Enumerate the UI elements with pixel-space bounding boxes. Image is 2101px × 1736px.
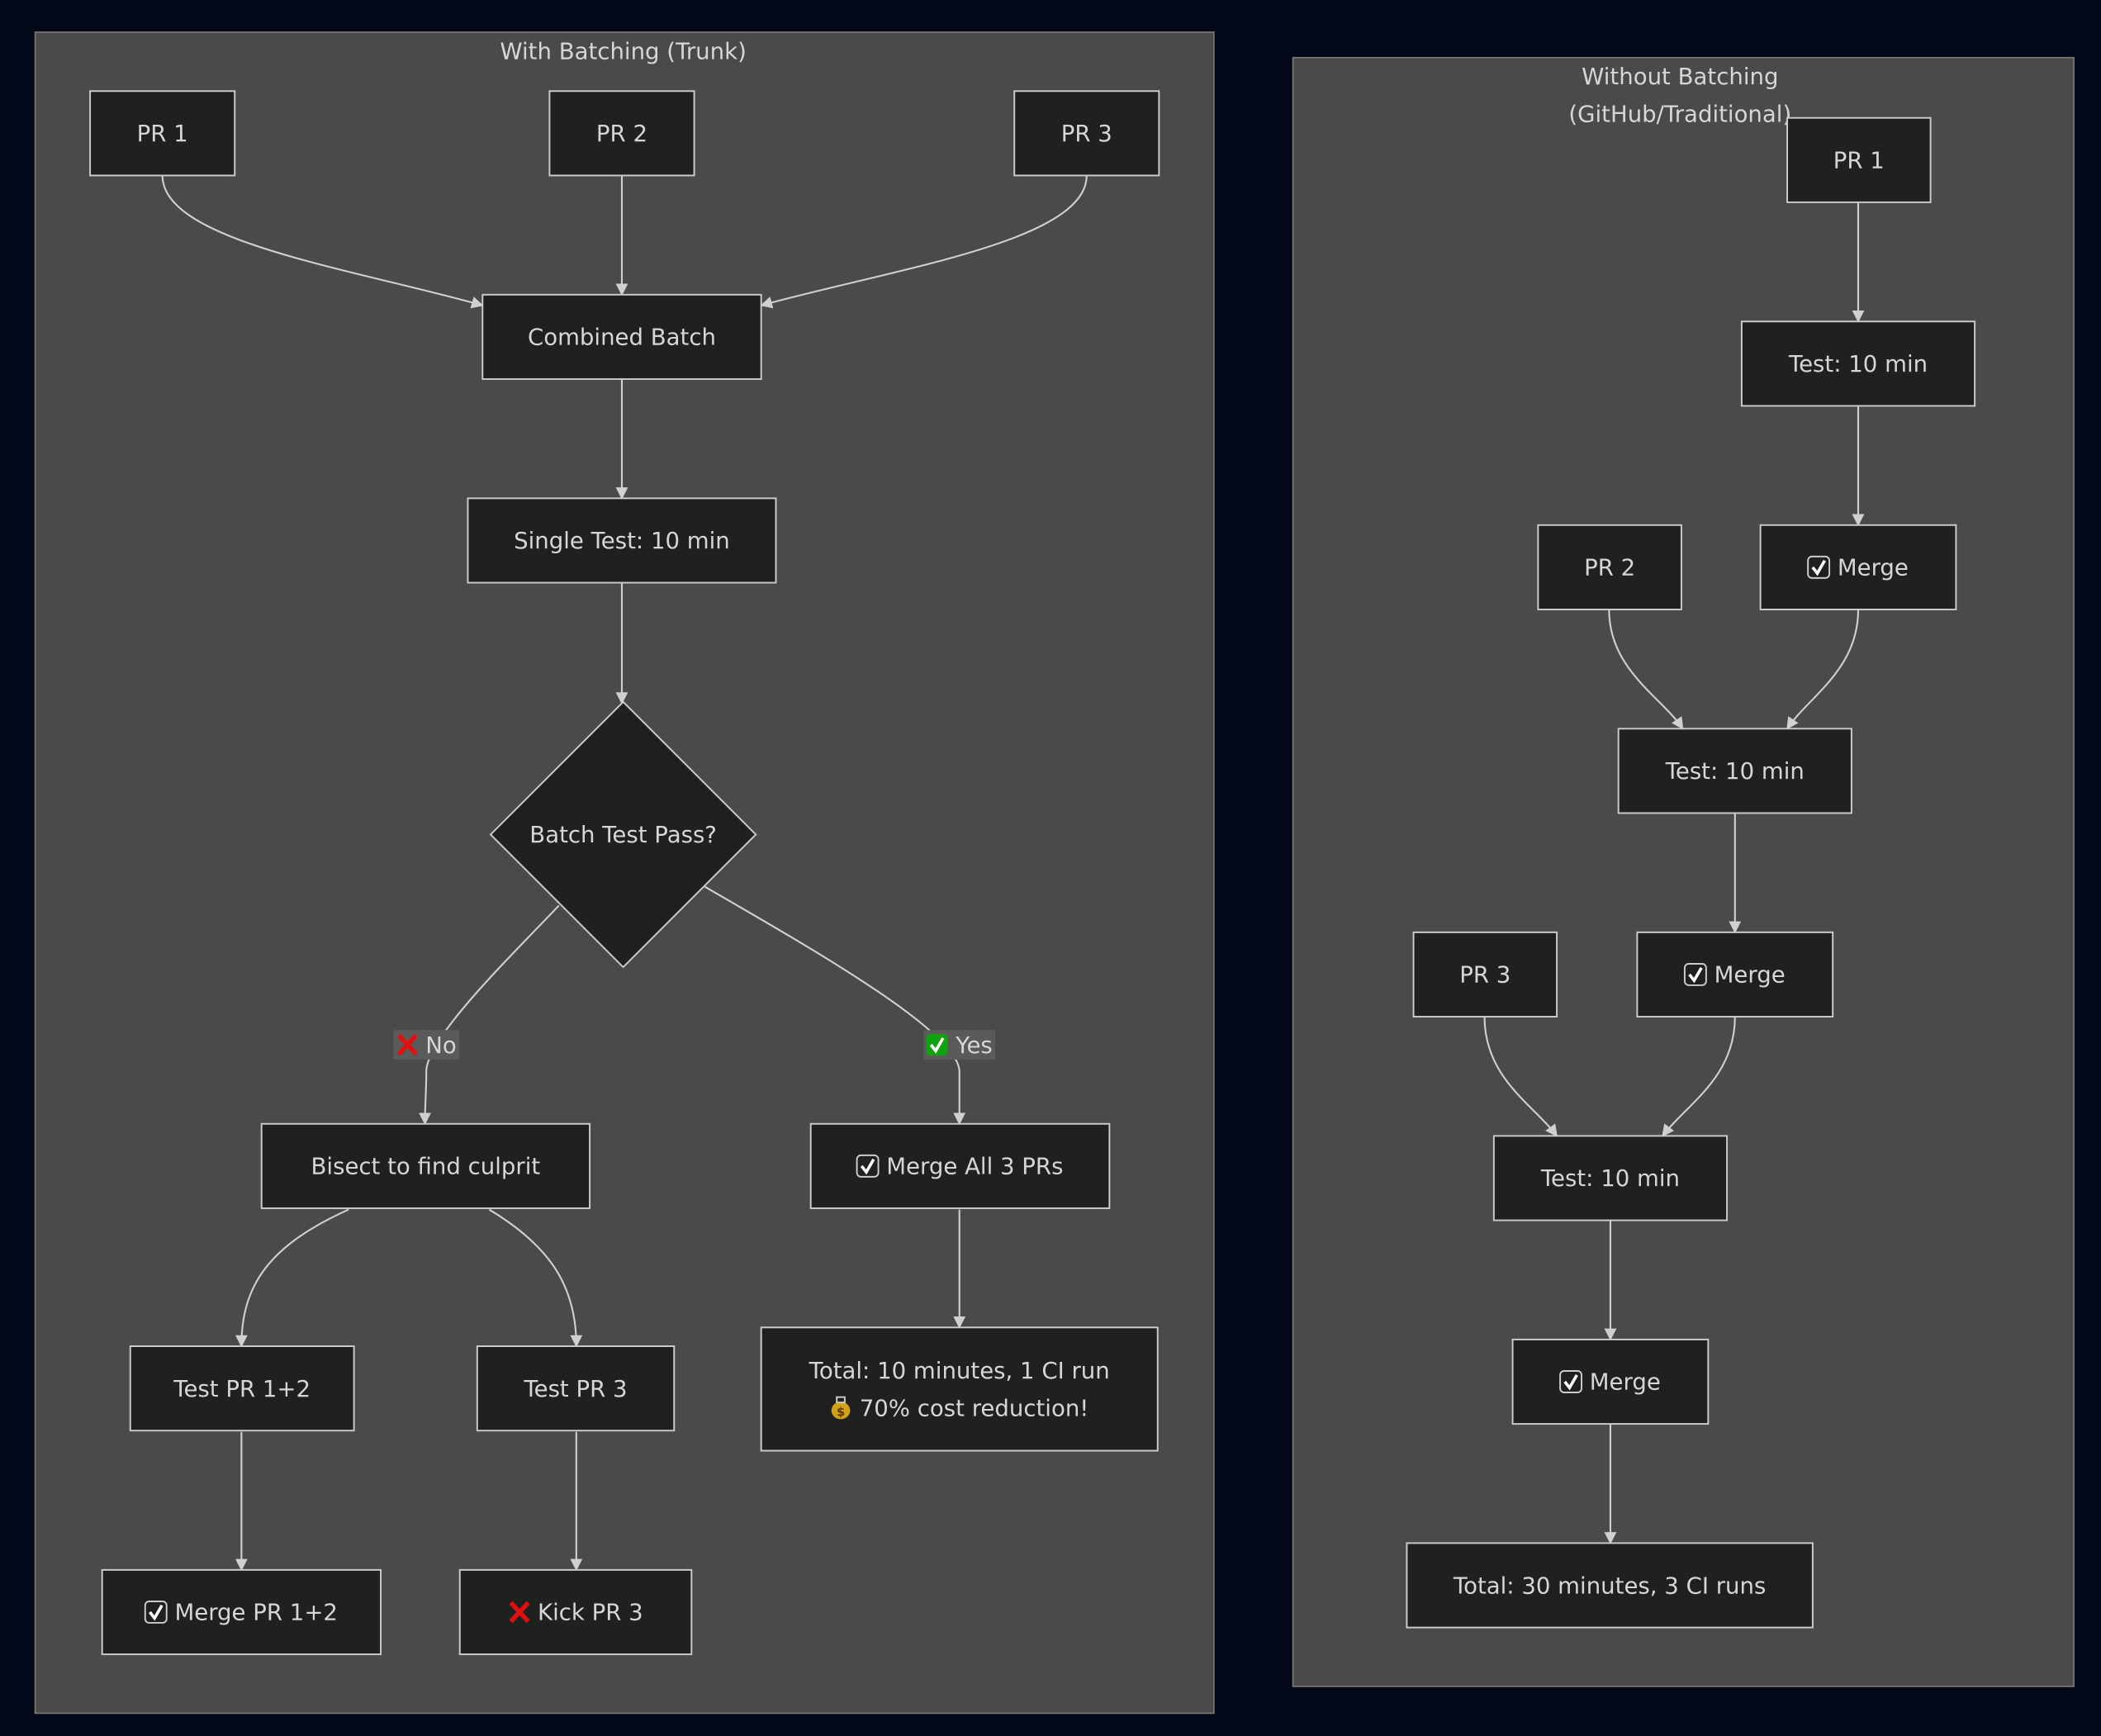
node-label: PR 3 — [1061, 120, 1112, 147]
edge-merge2-test3 — [1662, 1017, 1736, 1137]
money-bag-icon: $ — [831, 1396, 851, 1420]
node-label: Test: 10 min — [1540, 1164, 1680, 1192]
node-label: Merge All 3 PRs — [886, 1153, 1063, 1180]
node-label: Bisect to find culprit — [311, 1153, 541, 1180]
edge-pr1-combined — [161, 175, 484, 309]
edge-label-no: No — [393, 1030, 460, 1060]
check-icon — [1683, 962, 1707, 986]
cross-icon — [509, 1601, 530, 1624]
node-b-merge-all: Merge All 3 PRs — [809, 1122, 1111, 1209]
edge-merge1-test2 — [1786, 609, 1860, 730]
node-label: PR 1 — [137, 120, 188, 147]
node-b-single-test: Single Test: 10 min — [467, 497, 777, 584]
check-icon — [856, 1154, 880, 1178]
node-label: Test PR 3 — [523, 1375, 627, 1402]
node-t-pr3: PR 3 — [1412, 931, 1558, 1018]
node-label: Test: 10 min — [1788, 350, 1928, 377]
edge-label-text: Yes — [955, 1032, 993, 1059]
node-label: Merge — [1590, 1368, 1661, 1396]
node-b-pr1: PR 1 — [89, 90, 236, 177]
cluster-title-traditional-line1: Without Batching — [1582, 63, 1778, 90]
svg-text:$: $ — [837, 1405, 845, 1419]
node-label: PR 2 — [1584, 554, 1635, 581]
edge-tpr3-test3 — [1483, 1017, 1558, 1137]
node-label: Test PR 1+2 — [173, 1375, 311, 1402]
node-label: Single Test: 10 min — [514, 527, 730, 554]
edge-label-text: No — [425, 1032, 456, 1059]
node-t-merge2: Merge — [1636, 931, 1834, 1018]
node-b-kick3: Kick PR 3 — [458, 1568, 693, 1656]
node-label: Total: 10 minutes, 1 CI run — [809, 1357, 1110, 1384]
node-label: Merge — [1838, 554, 1909, 581]
node-t-merge1: Merge — [1759, 524, 1957, 610]
node-b-pr2: PR 2 — [548, 90, 695, 177]
node-label: PR 3 — [1459, 961, 1511, 989]
check-icon — [144, 1601, 168, 1624]
node-t-pr2: PR 2 — [1537, 524, 1682, 610]
node-label: PR 1 — [1833, 147, 1885, 174]
node-b-merge12: Merge PR 1+2 — [101, 1568, 382, 1656]
node-label: Batch Test Pass? — [529, 821, 717, 848]
edge-bisect-test12 — [235, 1208, 349, 1348]
node-t-test1: Test: 10 min — [1740, 320, 1976, 407]
check-icon — [1559, 1370, 1583, 1393]
node-t-test3: Test: 10 min — [1492, 1135, 1729, 1221]
node-b-test12: Test PR 1+2 — [129, 1345, 355, 1432]
cross-icon — [396, 1033, 418, 1056]
node-label: Test: 10 min — [1665, 757, 1805, 785]
node-t-test2: Test: 10 min — [1617, 728, 1852, 814]
node-t-pr1: PR 1 — [1786, 116, 1932, 203]
cluster-without-batching: Without Batching (GitHub/Traditional) — [1292, 56, 2075, 1687]
node-b-combined: Combined Batch — [481, 293, 762, 380]
node-label: 70% cost reduction! — [860, 1394, 1089, 1421]
node-b-decision: Batch Test Pass? — [489, 700, 757, 969]
edge-tpr2-test2 — [1608, 609, 1684, 730]
node-t-merge3: Merge — [1511, 1338, 1710, 1425]
edge-label-yes: Yes — [923, 1030, 996, 1060]
edge-bisect-test3 — [488, 1208, 583, 1348]
node-label: Merge — [1714, 961, 1786, 989]
node-b-test3: Test PR 3 — [476, 1345, 676, 1432]
node-b-pr3: PR 3 — [1013, 90, 1160, 177]
cluster-title-traditional-line2: (GitHub/Traditional) — [1568, 101, 1791, 128]
node-label: Merge PR 1+2 — [174, 1599, 338, 1626]
edge-pr3-combined — [760, 175, 1088, 309]
node-label: Total: 30 minutes, 3 CI runs — [1453, 1572, 1766, 1599]
node-label: Combined Batch — [528, 324, 716, 351]
node-label: Kick PR 3 — [538, 1599, 643, 1626]
cluster-title-batching: With Batching (Trunk) — [500, 37, 746, 64]
node-b-total: Total: 10 minutes, 1 CI run 70% cost redu… — [760, 1326, 1159, 1452]
node-t-total: Total: 30 minutes, 3 CI runs — [1406, 1542, 1814, 1629]
node-label: PR 2 — [596, 120, 647, 147]
edge-labels: No Yes — [393, 1030, 996, 1060]
node-b-bisect: Bisect to find culprit — [260, 1122, 591, 1209]
check-icon — [1807, 555, 1831, 579]
check-icon — [926, 1034, 948, 1056]
